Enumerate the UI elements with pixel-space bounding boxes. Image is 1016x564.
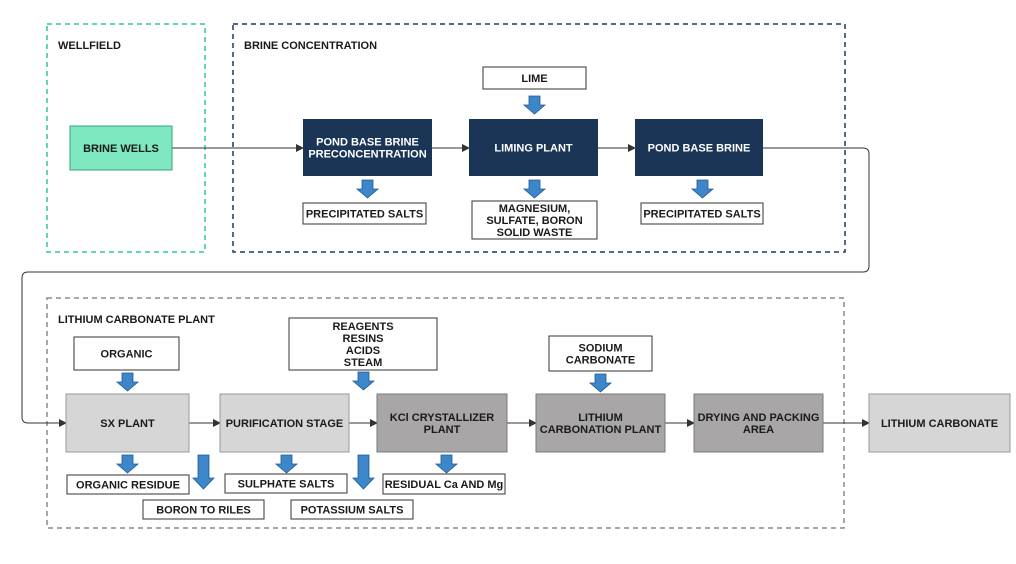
potassium-salts-box bbox=[290, 499, 414, 520]
purification-stage-box bbox=[219, 393, 350, 453]
label-line: SULFATE, BORON bbox=[486, 215, 582, 227]
label-line: DRYING AND PACKING bbox=[698, 412, 820, 424]
label-line: CARBONATION PLANT bbox=[540, 424, 662, 436]
label-line: SULPHATE SALTS bbox=[238, 479, 335, 491]
arrow-organic-to-sx bbox=[115, 372, 140, 392]
kcl-crystallizer-box bbox=[376, 393, 508, 453]
flow-pond-base-brine-to-sx-plant bbox=[21, 147, 870, 427]
lithium-carbonation-box bbox=[535, 393, 666, 453]
label-line: LITHIUM CARBONATE bbox=[881, 418, 998, 430]
arrow-purification-to-potassium bbox=[352, 454, 375, 490]
lithium-carbonate-plant-zone bbox=[46, 297, 845, 529]
pond-base-brine-label: POND BASE BRINE bbox=[648, 143, 751, 155]
label-line: ORGANIC RESIDUE bbox=[76, 480, 180, 492]
drying-packing-box bbox=[693, 393, 824, 453]
label-line: AREA bbox=[743, 424, 774, 436]
lithium-carbonate-box bbox=[868, 393, 1011, 453]
label-line: BRINE WELLS bbox=[83, 143, 159, 155]
organic-residue-label: ORGANIC RESIDUE bbox=[76, 480, 180, 492]
sulphate-salts-label: SULPHATE SALTS bbox=[238, 479, 335, 491]
label-line: ORGANIC bbox=[101, 349, 153, 361]
label-line: POND BASE BRINE bbox=[648, 143, 751, 155]
precipitated-salts-2-label: PRECIPITATED SALTS bbox=[643, 209, 760, 221]
wellfield-zone bbox=[46, 23, 206, 253]
label-line: POND BASE BRINE bbox=[316, 137, 419, 149]
liming-plant-label: LIMING PLANT bbox=[494, 143, 572, 155]
arrow-sodium-carbonate-to-carbonation bbox=[588, 373, 613, 393]
precipitated-salts-2-box bbox=[640, 202, 764, 225]
sx-plant-box bbox=[65, 393, 190, 453]
pond-base-brine-box bbox=[635, 119, 763, 176]
arrow-kcl-to-residual bbox=[434, 454, 459, 474]
residual-ca-mg-label: RESIDUAL Ca AND Mg bbox=[385, 479, 504, 491]
label-line: CARBONATE bbox=[566, 355, 635, 367]
label-line: PRECIPITATED SALTS bbox=[306, 209, 423, 221]
boron-to-riles-box bbox=[142, 499, 265, 520]
brine-concentration-zone-title: BRINE CONCENTRATION bbox=[244, 40, 377, 52]
label-line: KCl CRYSTALLIZER bbox=[390, 412, 495, 424]
label-line: LITHIUM bbox=[578, 412, 623, 424]
precipitated-salts-1-box bbox=[302, 202, 427, 225]
label-line: LIMING PLANT bbox=[494, 143, 572, 155]
boron-to-riles-label: BORON TO RILES bbox=[156, 505, 251, 517]
label-line: STEAM bbox=[344, 357, 383, 369]
pond-preconcentration-box bbox=[303, 119, 432, 176]
label-line: POTASSIUM SALTS bbox=[301, 505, 404, 517]
label-line: PLANT bbox=[424, 424, 461, 436]
sodium-carbonate-input-box bbox=[548, 335, 653, 372]
arrow-preconcentration-to-salts bbox=[355, 179, 380, 199]
arrow-sx-to-boron bbox=[192, 454, 215, 490]
label-line: PRECONCENTRATION bbox=[308, 149, 426, 161]
arrow-reagents-to-purification bbox=[351, 371, 376, 391]
label-line: REAGENTS bbox=[332, 321, 393, 333]
wellfield-zone-title: WELLFIELD bbox=[58, 40, 121, 52]
arrow-sx-to-organic-residue bbox=[115, 454, 140, 474]
liming-plant-box bbox=[469, 119, 598, 176]
label-line: SOLID WASTE bbox=[497, 227, 573, 239]
label-line: SX PLANT bbox=[100, 418, 155, 430]
arrow-purification-to-sulphate bbox=[274, 454, 299, 474]
precipitated-salts-1-label: PRECIPITATED SALTS bbox=[306, 209, 423, 221]
lime-input-box bbox=[482, 66, 587, 90]
brine-wells-box bbox=[69, 125, 173, 171]
organic-input-box bbox=[73, 336, 180, 371]
organic-input-label: ORGANIC bbox=[101, 349, 153, 361]
sulphate-salts-box bbox=[224, 473, 348, 494]
brine-wells-label: BRINE WELLS bbox=[83, 143, 159, 155]
residual-ca-mg-box bbox=[382, 473, 506, 495]
label-line: PURIFICATION STAGE bbox=[226, 418, 344, 430]
label-line: RESIDUAL Ca AND Mg bbox=[385, 479, 504, 491]
purification-stage-label: PURIFICATION STAGE bbox=[226, 418, 344, 430]
arrow-lime-to-liming bbox=[522, 95, 547, 115]
label-line: MAGNESIUM, bbox=[499, 203, 571, 215]
potassium-salts-label: POTASSIUM SALTS bbox=[301, 505, 404, 517]
arrow-liming-to-solid-waste bbox=[522, 179, 547, 199]
lithium-carbonate-label: LITHIUM CARBONATE bbox=[881, 418, 998, 430]
sx-plant-label: SX PLANT bbox=[100, 418, 155, 430]
label-line: BORON TO RILES bbox=[156, 505, 251, 517]
organic-residue-box bbox=[66, 474, 190, 495]
lime-input-label: LIME bbox=[521, 73, 547, 85]
label-line: LIME bbox=[521, 73, 547, 85]
lithium-carbonate-plant-zone-title: LITHIUM CARBONATE PLANT bbox=[58, 314, 215, 326]
label-line: ACIDS bbox=[346, 345, 380, 357]
label-line: SODIUM bbox=[579, 343, 623, 355]
brine-concentration-zone bbox=[232, 23, 846, 253]
arrow-pond-to-salts bbox=[690, 179, 715, 199]
reagents-input-box bbox=[288, 317, 438, 371]
label-line: PRECIPITATED SALTS bbox=[643, 209, 760, 221]
solid-waste-box bbox=[471, 200, 598, 240]
label-line: RESINS bbox=[343, 333, 384, 345]
